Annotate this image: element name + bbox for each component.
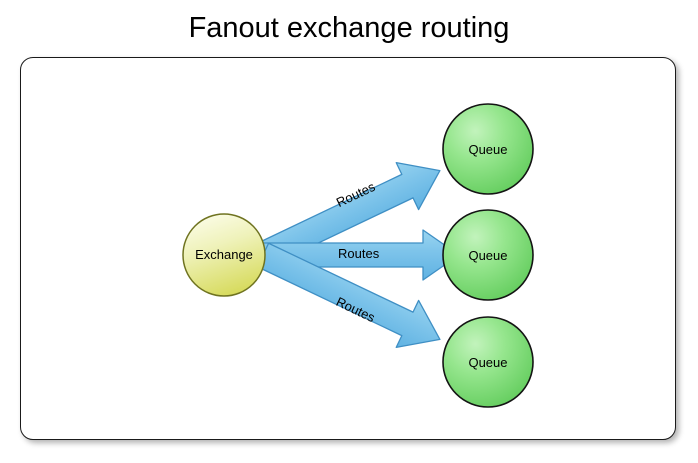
page-title: Fanout exchange routing [188,12,510,44]
queue-node-2[interactable] [442,209,534,301]
arrow-shape-bottom [256,242,441,348]
fanout-routing-svg [182,103,534,408]
diagram-content: Exchange Queue Queue Queue Routes Routes… [20,57,676,440]
queue-node-1[interactable] [442,103,534,195]
edge-arrow-bottom [256,242,441,348]
queue-node-3[interactable] [442,316,534,408]
exchange-node[interactable] [182,213,266,297]
